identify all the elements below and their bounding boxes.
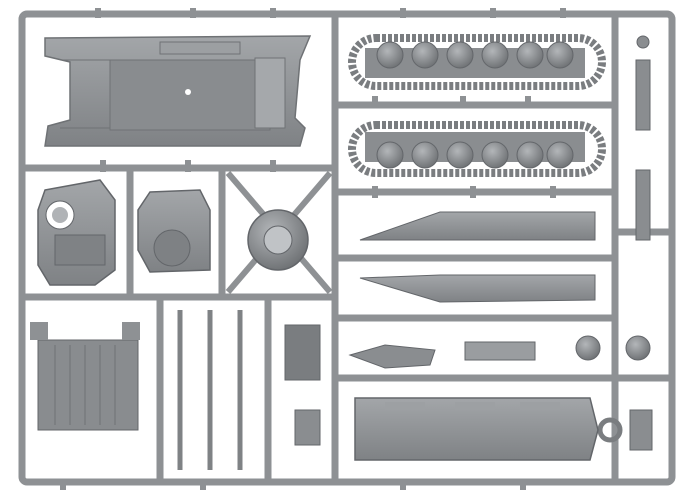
engine-deck-part: [30, 322, 140, 431]
axle-rods: [177, 310, 243, 470]
track-wheels-upper: [348, 34, 606, 90]
small-parts: [284, 35, 653, 451]
cross-sprue-wheel: [225, 171, 333, 294]
track-wheels-lower: [348, 121, 606, 177]
mantlet-part: [137, 189, 211, 273]
side-skirt-lower: [359, 274, 596, 303]
hull-side-plate: [354, 397, 599, 461]
sprue-frame: [18, 10, 676, 486]
sprue-gates: [60, 8, 566, 490]
side-skirt-upper: [359, 211, 596, 241]
turret-part: [37, 179, 116, 286]
hull-bottom-part: [44, 35, 312, 147]
